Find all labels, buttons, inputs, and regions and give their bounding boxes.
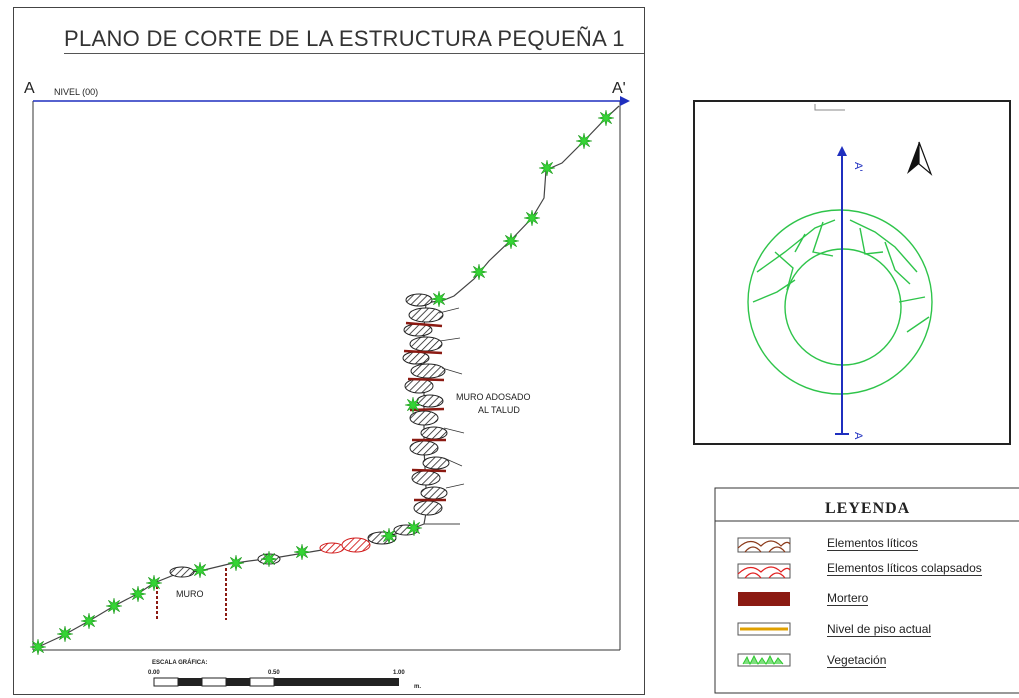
- swatch-floor: [737, 622, 791, 636]
- title-underline: [64, 53, 644, 54]
- vegetation-marker: [430, 290, 448, 308]
- vegetation-marker: [227, 554, 245, 572]
- muro-columns: [156, 568, 227, 621]
- plan-fragment-line: [814, 104, 845, 111]
- legend-title: LEYENDA: [825, 500, 911, 517]
- scale-unit: m.: [414, 684, 421, 690]
- terrain-profile-line: [35, 105, 620, 649]
- vegetation-marker: [597, 109, 615, 127]
- legend-item-vegetation: Vegetación: [827, 653, 887, 668]
- section-label-a: A: [24, 80, 35, 97]
- vegetation-marker: [538, 159, 556, 177]
- legend-item-lithic: Elementos líticos: [827, 536, 918, 551]
- vegetation-marker: [191, 561, 209, 579]
- vegetation-marker: [470, 263, 488, 281]
- drawing-title: PLANO DE CORTE DE LA ESTRUCTURA PEQUEÑA …: [64, 26, 625, 51]
- legend-frame: [714, 487, 1019, 694]
- vegetation-marker: [145, 574, 163, 592]
- vegetation-marker: [575, 132, 593, 150]
- vegetation-marker: [404, 396, 422, 414]
- legend-item-floor: Nivel de piso actual: [827, 622, 932, 637]
- section-label-a-prime: A': [612, 80, 626, 97]
- legend-panel: LEYENDA Elementos líticos Elementos líti…: [705, 478, 1019, 694]
- swatch-mortar: [738, 592, 790, 606]
- vegetation-marker: [293, 543, 311, 561]
- vegetation-marker: [502, 232, 520, 250]
- vegetation-marker: [129, 585, 147, 603]
- section-svg: A A' NIVEL (00): [24, 80, 630, 690]
- wall-mortar: [403, 321, 447, 502]
- wall-root-lines: [438, 307, 465, 489]
- plan-svg: A' A: [747, 104, 933, 440]
- muro-adosado-label-1: MURO ADOSADO: [456, 392, 531, 402]
- vegetation-marker: [56, 625, 74, 643]
- nivel-label: NIVEL (00): [54, 87, 98, 97]
- vegetation-marker: [105, 597, 123, 615]
- scale-bar: ESCALA GRÁFICA: 0.00 0.50 1.00 m.: [148, 659, 421, 690]
- plan-label-a-prime: A': [852, 162, 864, 171]
- scale-tick-100: 1.00: [393, 670, 405, 676]
- muro-adosado-label-2: AL TALUD: [478, 405, 520, 415]
- plan-view-panel: A' A: [693, 100, 1011, 445]
- vegetation-marker: [380, 527, 398, 545]
- scale-tick-0: 0.00: [148, 670, 160, 676]
- north-arrow-icon: [907, 141, 933, 176]
- plan-cut-arrow-icon: [837, 146, 847, 156]
- scale-title: ESCALA GRÁFICA:: [152, 659, 207, 666]
- section-drawing-panel: PLANO DE CORTE DE LA ESTRUCTURA PEQUEÑA …: [13, 7, 645, 695]
- vegetation-marker: [523, 209, 541, 227]
- vegetation-marker: [29, 638, 47, 656]
- vegetation-markers: [29, 109, 615, 656]
- level-arrow-icon: [620, 96, 630, 106]
- plan-structure: [747, 209, 933, 395]
- swatch-vegetation: [737, 653, 791, 667]
- plan-label-a: A: [852, 432, 864, 440]
- vegetation-marker: [260, 550, 278, 568]
- scale-tick-050: 0.50: [268, 670, 280, 676]
- vegetation-marker: [405, 519, 423, 537]
- vegetation-marker: [80, 612, 98, 630]
- muro-label: MURO: [176, 589, 204, 599]
- legend-item-mortar: Mortero: [827, 591, 869, 606]
- swatch-collapsed: [737, 563, 791, 579]
- legend-item-collapsed: Elementos líticos colapsados: [827, 561, 982, 576]
- swatch-lithic: [737, 537, 791, 553]
